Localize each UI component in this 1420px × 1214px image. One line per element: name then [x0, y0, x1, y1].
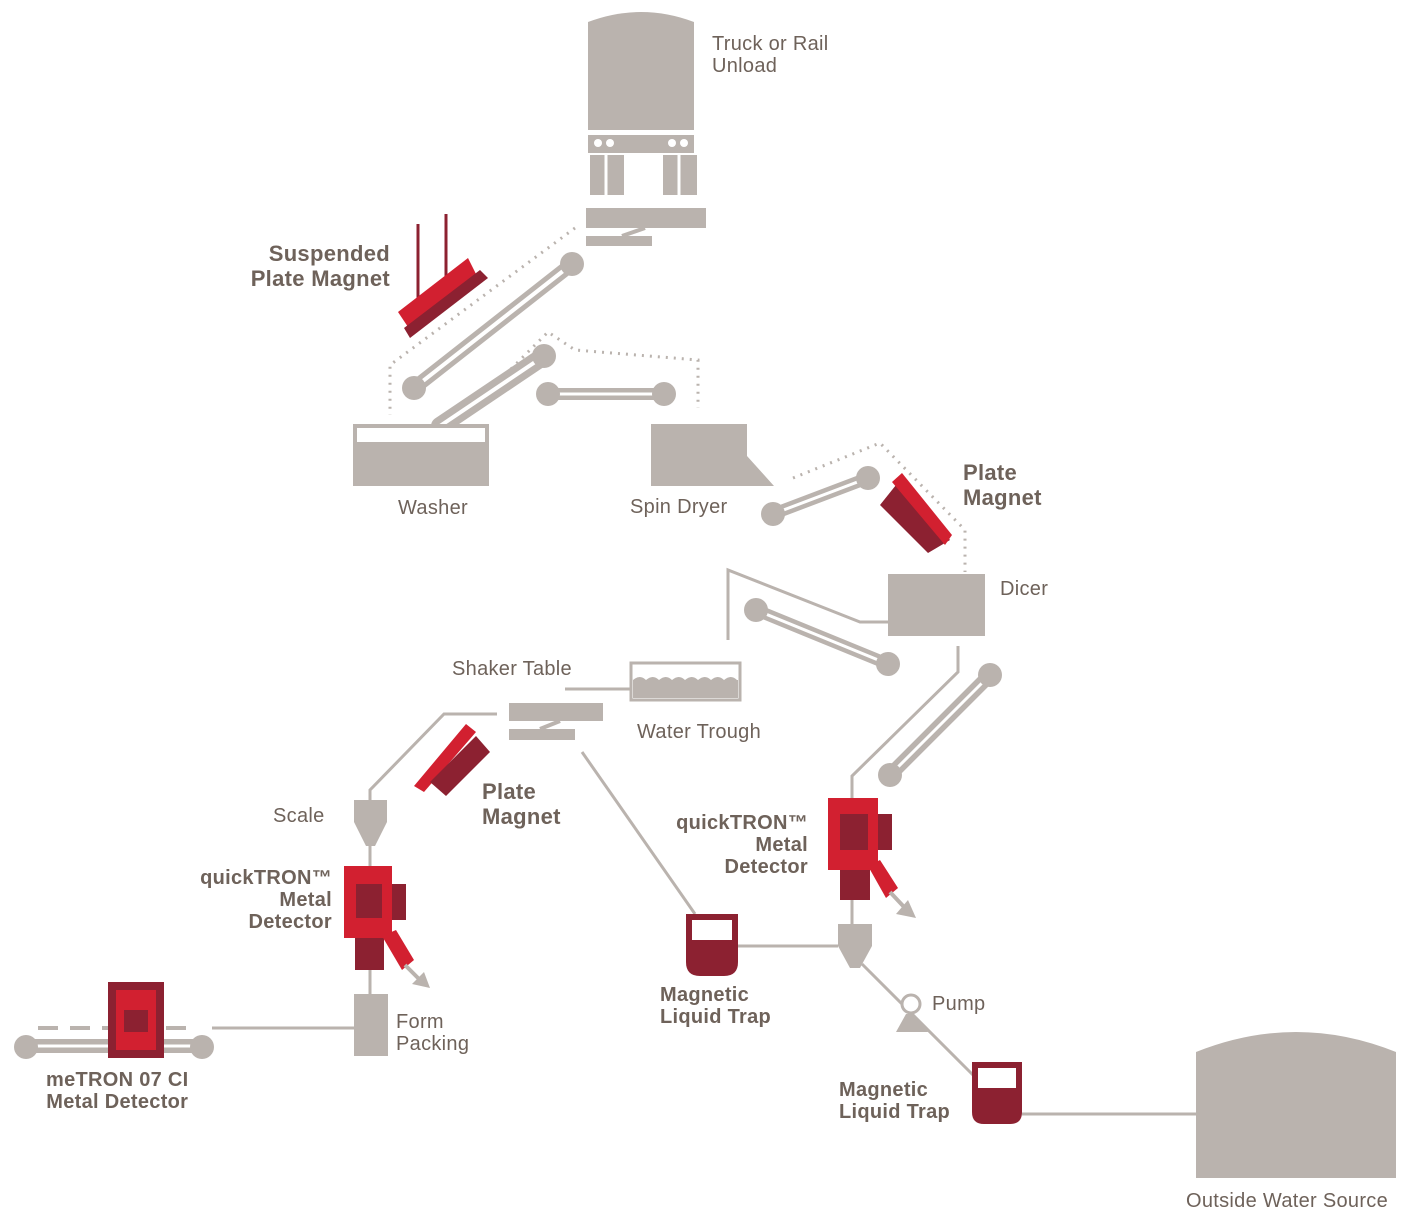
- pump: [896, 993, 928, 1032]
- conveyor-unload: [402, 252, 584, 400]
- chute-dicer: [726, 567, 888, 640]
- conveyor-dicer-shaker: [744, 598, 900, 676]
- label-spin-dryer: Spin Dryer: [630, 496, 728, 518]
- label-plate-magnet-shaker: Plate Magnet: [482, 779, 561, 829]
- water-trough: [565, 661, 742, 702]
- label-scale: Scale: [273, 805, 325, 827]
- scale: [354, 800, 387, 866]
- conveyor-dryer: [761, 466, 880, 526]
- label-dicer: Dicer: [1000, 578, 1049, 600]
- conveyor-dicer-right: [878, 663, 1002, 787]
- label-truck-unload: Truck or Rail Unload: [712, 33, 829, 77]
- label-liquid-trap-left: Magnetic Liquid Trap: [660, 984, 772, 1028]
- shaker-table: [509, 703, 603, 740]
- metron-detector: [108, 982, 164, 1058]
- truck-unload-silo: [586, 12, 706, 246]
- label-metron: meTRON 07 CI Metal Detector: [46, 1069, 189, 1113]
- label-water-trough: Water Trough: [637, 721, 762, 743]
- form-packing: [354, 994, 388, 1056]
- chute-dicer-right: [850, 646, 960, 800]
- label-suspended-plate-magnet: Suspended Plate Magnet: [250, 241, 390, 291]
- conveyor-washer: [431, 344, 556, 435]
- spin-dryer: [651, 424, 774, 486]
- quicktron-detector-left: [344, 866, 430, 994]
- dicer: [888, 574, 985, 636]
- label-quicktron-left: quickTRON™ Metal Detector: [200, 867, 332, 933]
- label-quicktron-right: quickTRON™ Metal Detector: [676, 812, 808, 878]
- dotted-flow-lines: [388, 226, 967, 572]
- outside-water-source-tank: [1196, 1032, 1396, 1178]
- line-shaker-scale: [368, 712, 497, 800]
- suspended-plate-magnet: [398, 214, 488, 338]
- collection-hopper: [838, 924, 872, 968]
- liquid-trap-right: [972, 1062, 1022, 1124]
- quicktron-detector-right: [828, 798, 916, 924]
- conveyor-small: [536, 382, 676, 406]
- washer-tank: [353, 424, 489, 486]
- label-shaker-table: Shaker Table: [452, 658, 572, 680]
- liquid-trap-left: [686, 914, 738, 976]
- line-shaker-trap: [580, 751, 697, 915]
- plate-magnet-shaker: [414, 724, 490, 796]
- label-plate-magnet-dryer: Plate Magnet: [963, 460, 1042, 510]
- label-pump: Pump: [932, 993, 986, 1015]
- label-washer: Washer: [398, 497, 468, 519]
- label-outside-water-source: Outside Water Source: [1186, 1190, 1389, 1212]
- label-form-packing: Form Packing: [396, 1011, 470, 1055]
- plate-magnet-dryer: [880, 473, 952, 553]
- label-liquid-trap-right: Magnetic Liquid Trap: [839, 1079, 951, 1123]
